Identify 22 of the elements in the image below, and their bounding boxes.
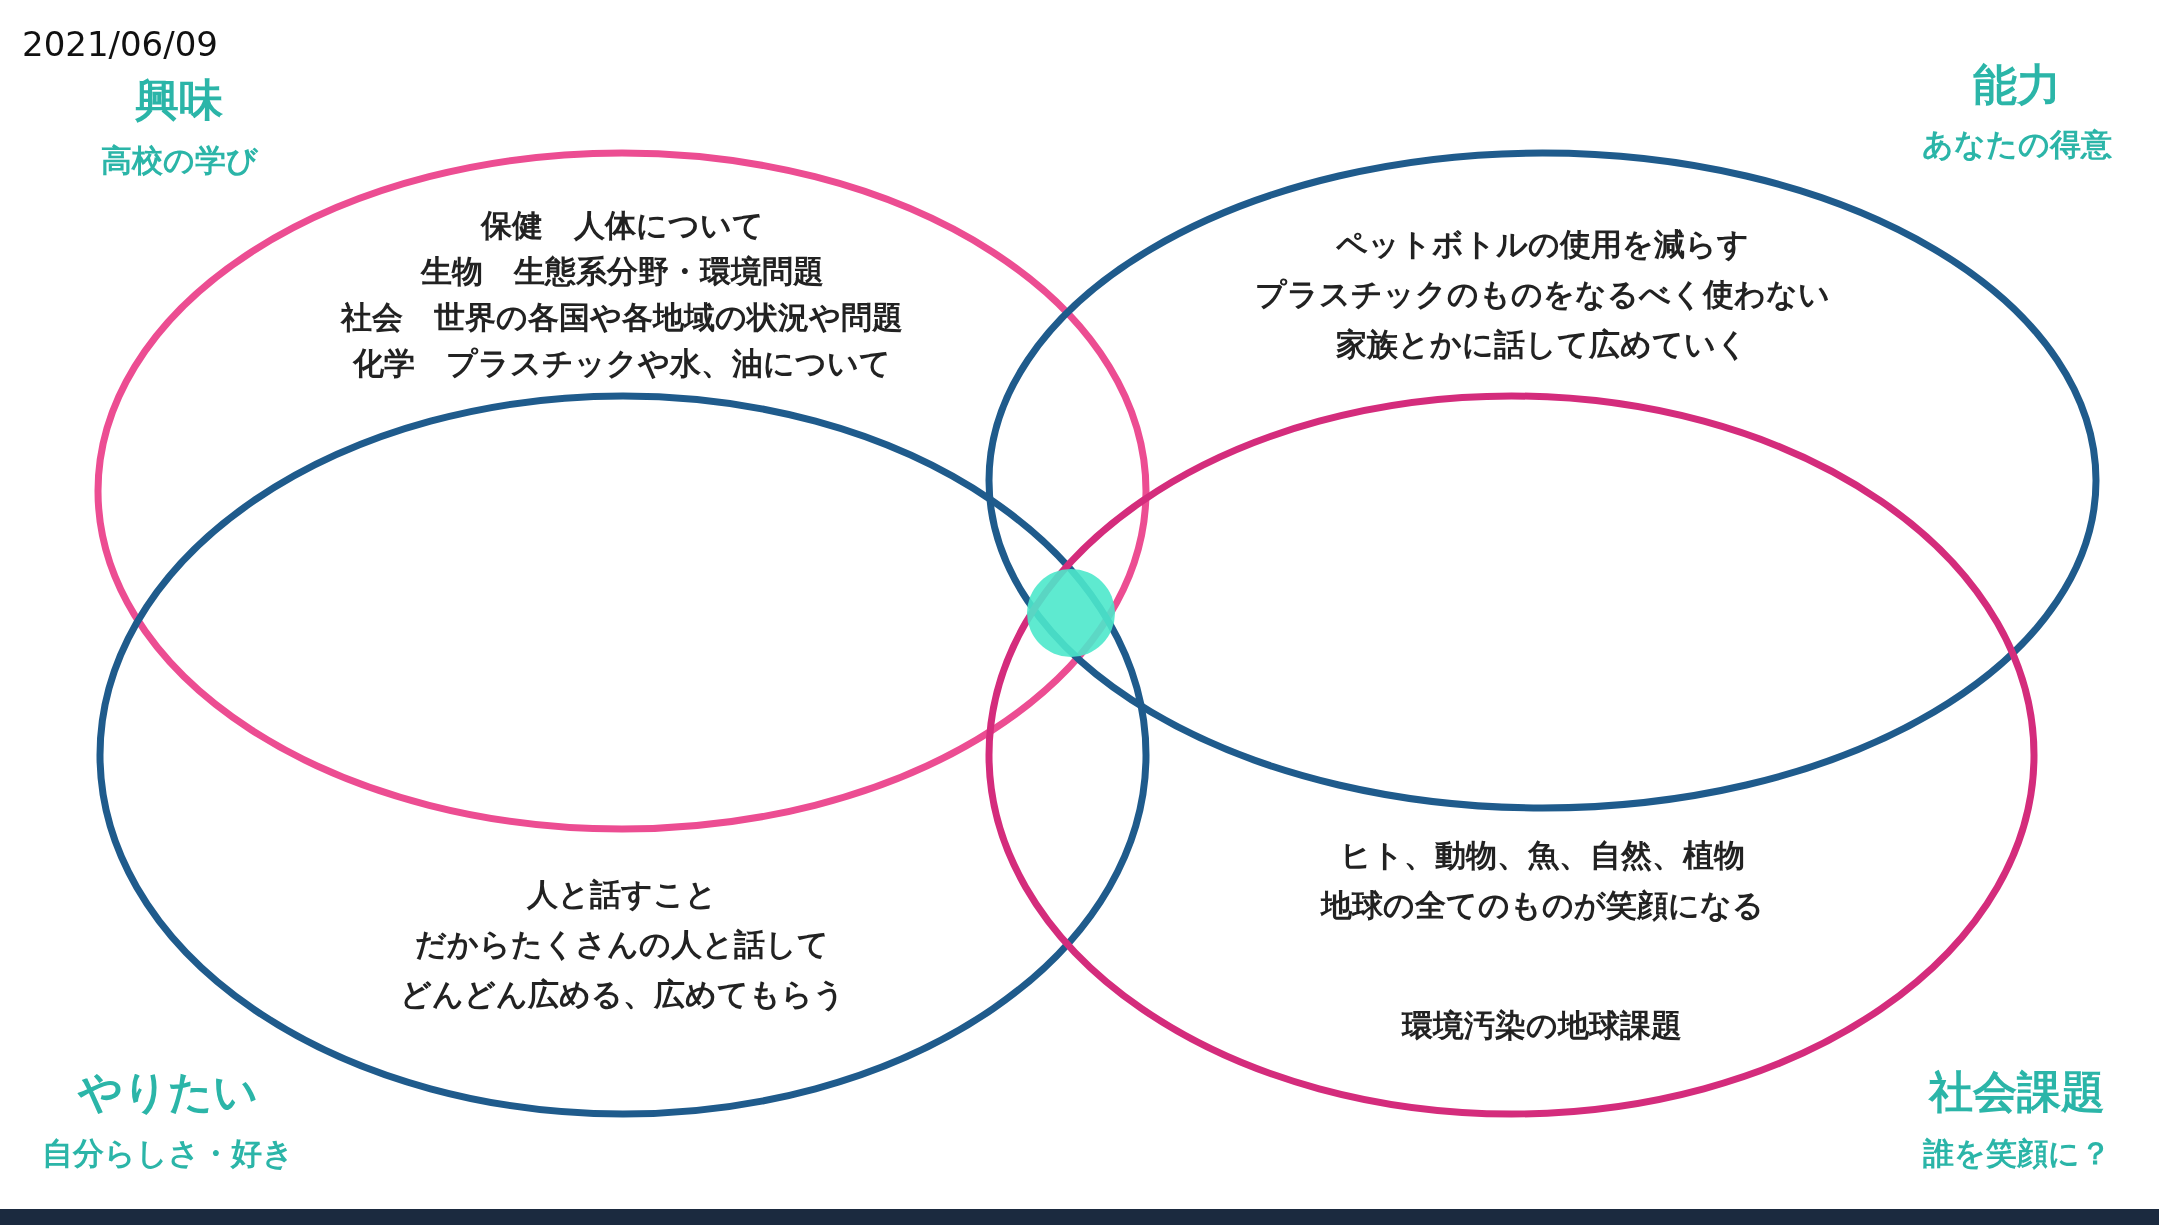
item-text: ペットボトルの使用を減らす: [1335, 225, 1749, 264]
category-heading: やりたい: [78, 1064, 258, 1119]
item-text: 化学 プラスチックや水、油について: [353, 344, 891, 383]
category-heading: 社会課題: [1929, 1064, 2105, 1119]
item-text: 家族とかに話して広めていく: [1336, 325, 1748, 364]
item-text: 生物 生態系分野・環境問題: [420, 252, 824, 291]
item-text: プラスチックのものをなるべく使わない: [1254, 275, 1830, 314]
item-text: 保健 人体について: [480, 206, 764, 245]
category-subtitle: 誰を笑顔に？: [1923, 1134, 2111, 1173]
category-subtitle: 高校の学び: [100, 141, 258, 180]
item-text: だからたくさんの人と話して: [415, 925, 829, 964]
item-text: どんどん広める、広めてもらう: [399, 975, 845, 1014]
category-subtitle: あなたの得意: [1922, 125, 2112, 164]
date-label: 2021/06/09: [22, 24, 218, 64]
category-subtitle: 自分らしさ・好き: [42, 1134, 294, 1173]
category-heading: 興味: [135, 72, 223, 127]
item-text: ヒト、動物、魚、自然、植物: [1339, 836, 1745, 875]
item-text: 人と話すこと: [527, 875, 717, 914]
item-text: 地球の全てのものが笑顔になる: [1320, 886, 1764, 925]
item-text: 社会 世界の各国や各地域の状況や問題: [341, 298, 903, 337]
item-text: 環境汚染の地球課題: [1402, 1006, 1682, 1045]
category-heading: 能力: [1973, 57, 2061, 112]
